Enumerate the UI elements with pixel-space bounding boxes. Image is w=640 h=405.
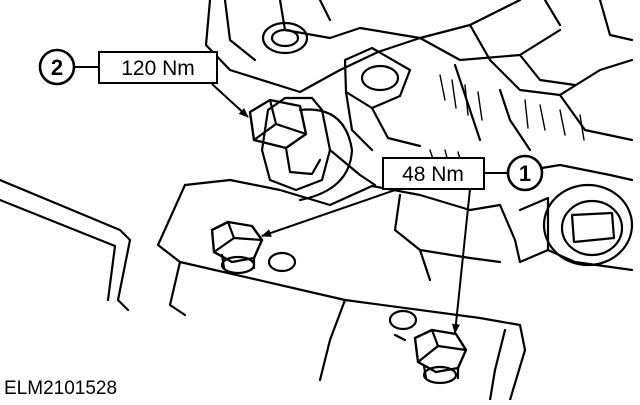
callout-item-1: 48 Nm 1 — [261, 154, 544, 334]
callout-number: 1 — [519, 161, 531, 186]
callout-item-2: 2 120 Nm — [38, 48, 249, 118]
torque-value: 120 Nm — [121, 57, 195, 80]
callout-number: 2 — [51, 55, 63, 80]
callout-number-circle — [506, 154, 544, 192]
figure-id: ELM2101528 — [4, 378, 117, 399]
torque-label-box — [382, 157, 485, 190]
pointer-arrow — [451, 188, 471, 334]
torque-label-box — [98, 51, 218, 84]
pointer-arrow — [261, 188, 399, 237]
torque-value: 48 Nm — [402, 163, 464, 186]
pointer-arrow — [211, 83, 249, 118]
